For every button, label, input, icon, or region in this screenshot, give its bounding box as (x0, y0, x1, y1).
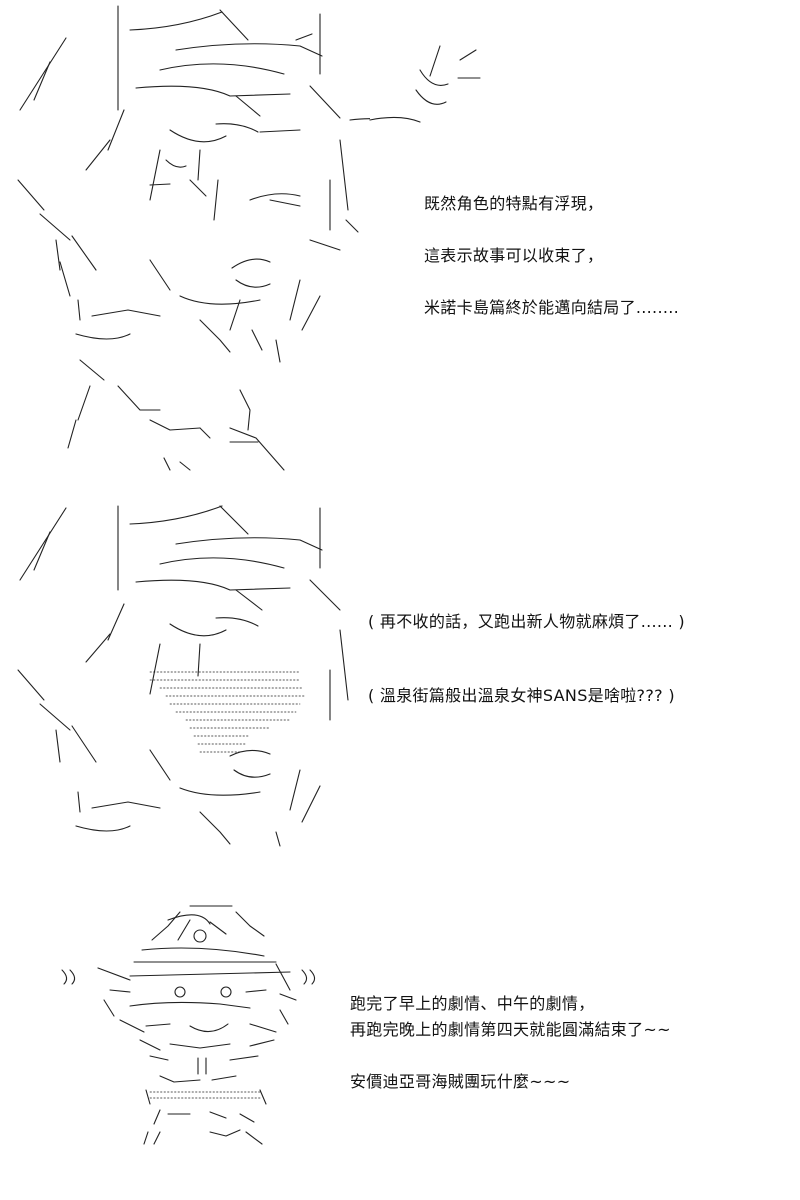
closing-line: 跑完了早上的劇情、中午的劇情， (350, 994, 595, 1013)
narration-line: 米諾卡島篇終於能邁向結局了........ (424, 298, 679, 317)
closing-line: 安價迪亞哥海賊團玩什麼~~~ (350, 1072, 571, 1091)
raised-hand-sketch (369, 45, 481, 123)
aside-line: ( 溫泉街篇般出溫泉女神SANS是啥啦??? ) (368, 686, 675, 705)
narration-line: 既然角色的特點有浮現， (424, 194, 604, 213)
aside-line: ( 再不收的話，又跑出新人物就麻煩了...... ) (368, 612, 685, 631)
closing-line: 再跑完晚上的劇情第四天就能圓滿結束了~~ (350, 1020, 671, 1039)
character-artwork-girl-pointing (17, 5, 370, 471)
character-artwork-girl-shaded (17, 505, 349, 847)
narration-line: 這表示故事可以收束了， (424, 246, 604, 265)
character-artwork-chibi-pirate (61, 905, 316, 1145)
